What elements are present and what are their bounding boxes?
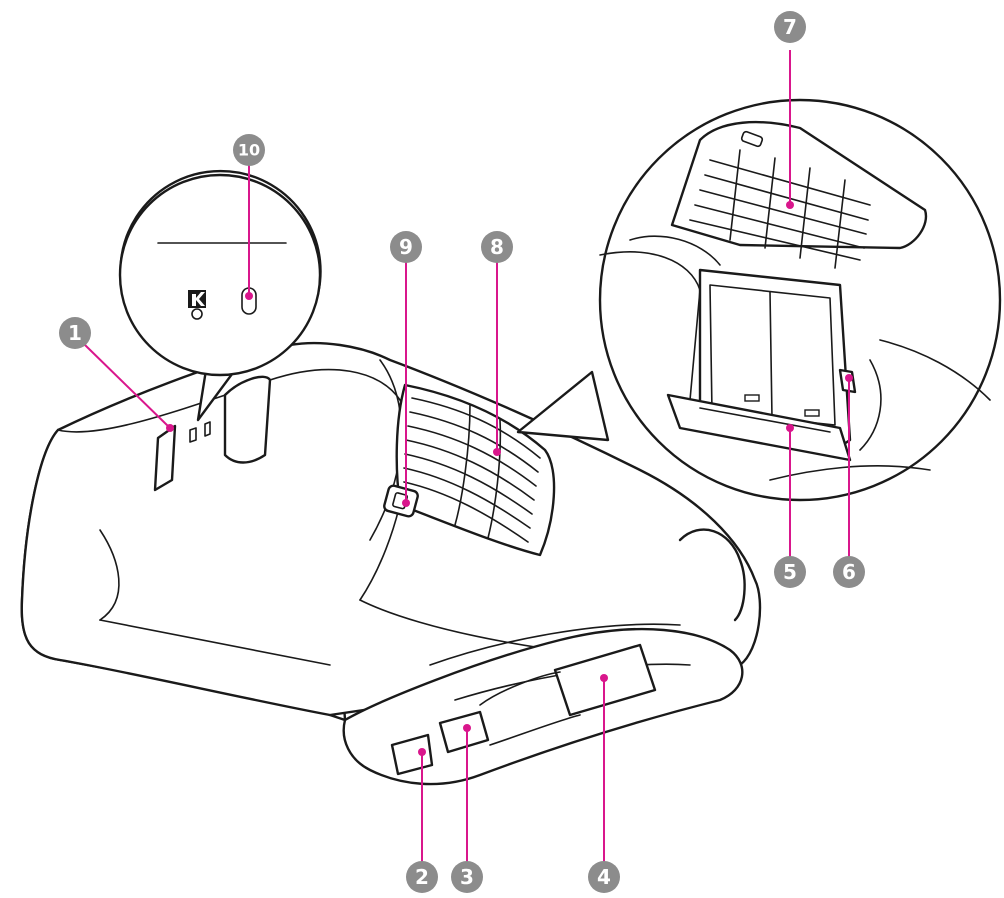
svg-text:7: 7 [783,15,797,39]
svg-text:4: 4 [597,865,611,889]
callout-4: 4 [588,861,620,893]
svg-text:9: 9 [399,235,413,259]
callout-10: 10 [233,134,265,166]
callout-8: 8 [481,231,513,263]
top-recess [225,377,270,463]
svg-text:2: 2 [415,865,429,889]
callout-2: 2 [406,861,438,893]
svg-text:8: 8 [490,235,504,259]
svg-text:5: 5 [783,560,797,584]
svg-text:10: 10 [238,141,260,160]
callout-5: 5 [774,556,806,588]
svg-text:6: 6 [842,560,856,584]
callout-1: 1 [59,317,91,349]
callout-6: 6 [833,556,865,588]
svg-text:3: 3 [460,865,474,889]
callout-9: 9 [390,231,422,263]
callout-3: 3 [451,861,483,893]
inset-filter-detail [518,100,1000,500]
callout-7: 7 [774,11,806,43]
svg-text:1: 1 [68,321,82,345]
